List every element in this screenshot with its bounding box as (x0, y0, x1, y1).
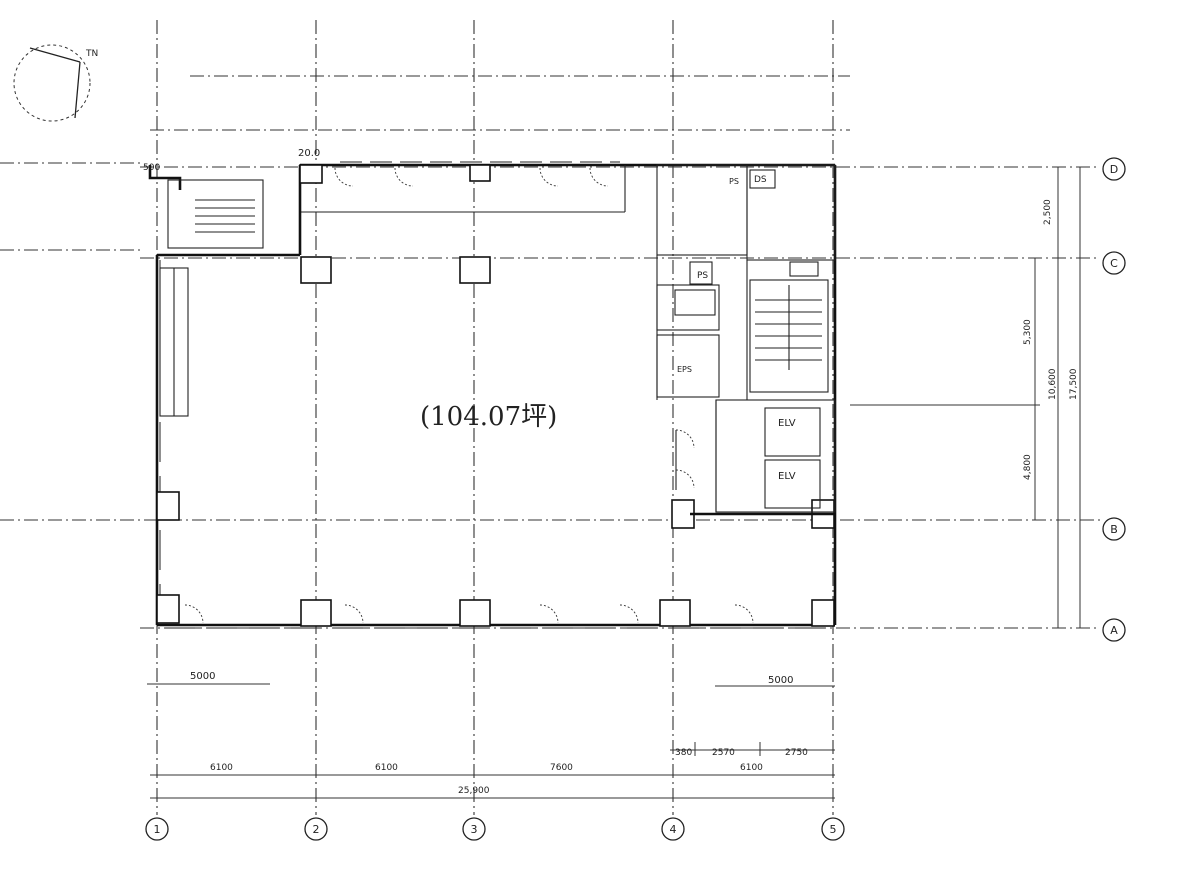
pipe-shaft-2-label: PS (729, 177, 739, 186)
exterior-walls (148, 163, 837, 627)
window-marks (159, 161, 830, 629)
grid-bubble-column-2: 2 (304, 817, 328, 841)
dim-bay-4-5: 6100 (740, 763, 763, 773)
grid-bubble-row-d: D (1102, 157, 1126, 181)
west-storage (159, 267, 189, 417)
pipe-shaft-1-label: PS (697, 271, 708, 281)
dim-right-d-c: 2,500 (1043, 199, 1053, 225)
grid-bubble-column-1: 1 (145, 817, 169, 841)
svg-text:2: 2 (313, 823, 320, 836)
building-core (624, 164, 836, 516)
grid-bubble-column-4: 4 (661, 817, 685, 841)
dim-bottom-right-span: 5000 (768, 675, 793, 686)
dim-bottom-left-span: 5000 (190, 671, 215, 682)
svg-text:D: D (1110, 163, 1118, 176)
svg-text:5: 5 (830, 823, 837, 836)
right-dimension-lines (850, 167, 1081, 628)
svg-text:4: 4 (670, 823, 677, 836)
dim-right-mid-b: 4,800 (1023, 454, 1033, 480)
dim-sub-b: 2570 (712, 748, 735, 758)
northwest-stair (195, 199, 255, 233)
dim-overall-width: 25,900 (458, 786, 490, 796)
svg-text:3: 3 (471, 823, 478, 836)
grid-bubble-row-b: B (1102, 517, 1126, 541)
duct-shaft-label: DS (754, 175, 767, 185)
grid-bubble-row-c: C (1102, 251, 1126, 275)
dim-right-total-2: 17,500 (1069, 368, 1079, 400)
svg-text:1: 1 (154, 823, 161, 836)
dim-top-left: 500 (143, 163, 160, 173)
svg-text:A: A (1110, 624, 1118, 637)
dim-sub-a: 380 (675, 748, 692, 758)
dim-bay-3-4: 7600 (550, 763, 573, 773)
structural-columns (156, 164, 835, 627)
door-swings (184, 167, 754, 624)
elevator-1-label: ELV (778, 418, 796, 429)
grid-lines (0, 20, 1100, 815)
dim-sub-c: 2750 (785, 748, 808, 758)
grid-bubble-row-a: A (1102, 618, 1126, 642)
svg-text:C: C (1110, 257, 1118, 270)
grid-bubble-column-3: 3 (462, 817, 486, 841)
dim-bay-1-2: 6100 (210, 763, 233, 773)
dim-top-d: 20.0 (298, 148, 320, 159)
office-area-label: (104.07坪) (420, 402, 557, 432)
svg-text:B: B (1110, 523, 1118, 536)
dim-bay-2-3: 6100 (375, 763, 398, 773)
dim-right-c-mid: 5,300 (1023, 319, 1033, 345)
bottom-dimension-lines (147, 683, 835, 799)
eps-label: EPS (677, 365, 692, 374)
dim-right-total-1: 10,600 (1048, 368, 1058, 400)
elevator-2-label: ELV (778, 471, 796, 482)
north-arrow-icon: TN (13, 44, 98, 122)
grid-bubble-column-5: 5 (821, 817, 845, 841)
north-arrow-label: TN (85, 49, 98, 59)
